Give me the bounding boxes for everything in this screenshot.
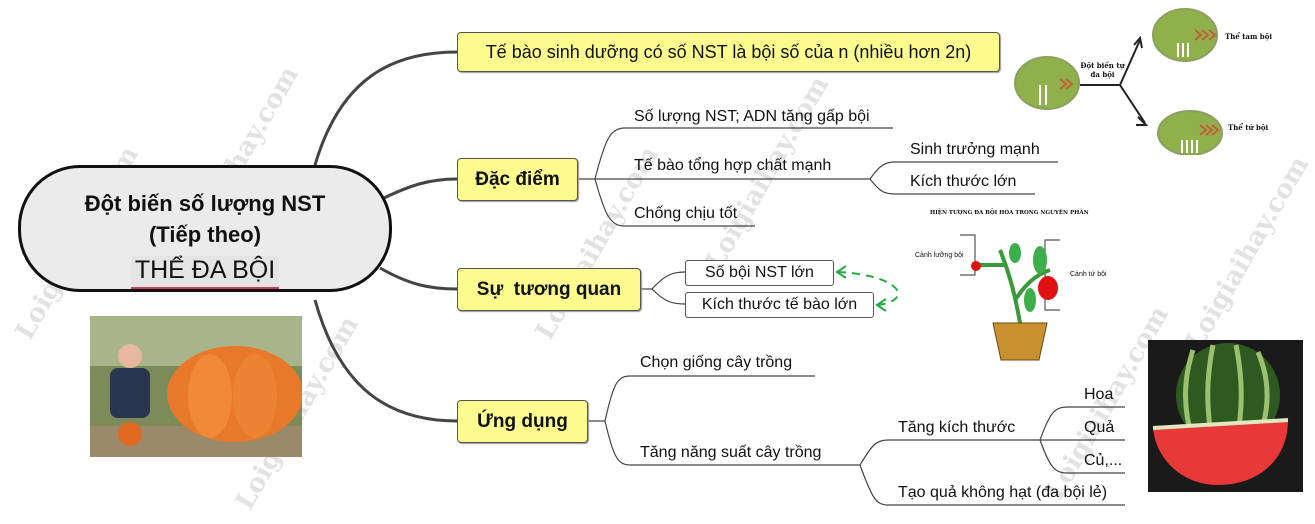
correlation-node[interactable]: Sự tương quan <box>457 268 641 311</box>
feature-subitem[interactable]: Sinh trưởng mạnh <box>910 141 1040 158</box>
correlation-arrow <box>835 265 899 312</box>
central-topic[interactable]: Đột biến số lượng NST (Tiếp theo) THỂ ĐA… <box>18 165 392 292</box>
application-item[interactable]: Tăng năng suất cây trồng <box>640 444 822 461</box>
central-subtitle: (Tiếp theo) <box>148 222 262 247</box>
application-subitem[interactable]: Tăng kích thước <box>898 419 1016 436</box>
size-item[interactable]: Quả <box>1084 419 1115 436</box>
watermelon-photo <box>1148 340 1303 492</box>
application-item[interactable]: Chọn giống cây trồng <box>640 354 793 371</box>
definition-node[interactable]: Tế bào sinh dưỡng có số NST là bội số củ… <box>457 32 1000 72</box>
tetraploid-branch-label: Cành tứ bội <box>1070 271 1107 278</box>
pumpkin-photo <box>90 316 302 457</box>
mutation-label: Đột biến tự đa bội <box>1080 61 1125 79</box>
plant-diagram-title: HIỆN TƯỢNG ĐA BỘI HÓA TRONG NGUYÊN PHÂN <box>930 210 1089 216</box>
application-subitem[interactable]: Tạo quả không hạt (đa bội lẻ) <box>898 484 1108 501</box>
central-heading: THỂ ĐA BỘI <box>130 256 280 289</box>
application-node[interactable]: Ứng dụng <box>457 400 588 443</box>
polyploidy-cell-diagram: Đột biến tự đa bội Thể tam bội Thể tứ bộ… <box>1010 5 1295 155</box>
triploid-label: Thể tam bội <box>1225 32 1273 41</box>
tetraploid-label: Thể tứ bội <box>1228 123 1269 132</box>
size-item[interactable]: Củ,... <box>1084 452 1123 469</box>
feature-item[interactable]: Tế bào tổng hợp chất mạnh <box>634 157 832 174</box>
plant-polyploidy-diagram: HIỆN TƯỢNG ĐA BỘI HÓA TRONG NGUYÊN PHÂN … <box>915 205 1120 365</box>
features-node[interactable]: Đặc điểm <box>457 158 578 201</box>
correlation-item[interactable]: Số bội NST lớn <box>685 260 834 286</box>
feature-subitem[interactable]: Kích thước lớn <box>910 173 1017 190</box>
central-title: Đột biến số lượng NST <box>84 191 326 216</box>
size-item[interactable]: Hoa <box>1084 386 1114 403</box>
feature-item[interactable]: Số lượng NST; ADN tăng gấp bội <box>634 108 870 125</box>
diploid-branch-label: Cành lưỡng bội <box>915 252 964 259</box>
correlation-item[interactable]: Kích thước tế bào lớn <box>685 292 874 318</box>
feature-item[interactable]: Chống chịu tốt <box>634 205 738 222</box>
